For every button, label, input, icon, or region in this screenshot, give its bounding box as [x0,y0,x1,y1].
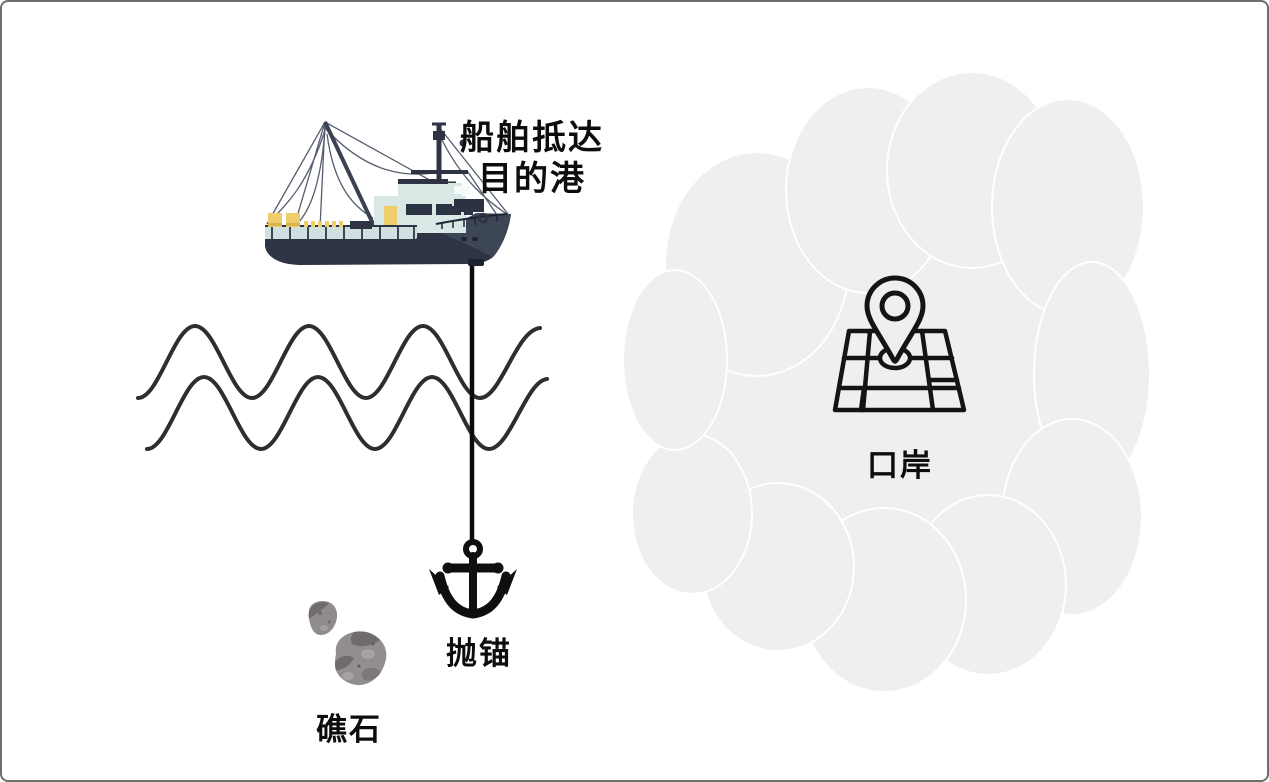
rocks-icon [308,601,387,686]
ship-keel [468,259,484,266]
ship-railing-posts [271,227,415,239]
ship-bridge-band [454,199,484,212]
ship-winch [447,206,461,215]
ship-railing [265,226,417,239]
ship-icon [265,121,511,266]
ship-rigging-block [459,139,467,147]
ship-hawse-dot-2 [472,237,478,241]
ship-upper-window [454,186,470,194]
waves-icon [136,323,549,452]
map-pin-icon [832,275,967,413]
ship-upper-cabin [398,183,462,196]
ship-hawse-dot-1 [461,237,467,241]
ship-cargo-boxes [268,213,343,227]
ship-deck-hatch [350,221,372,229]
reef-label: 礁石 [316,712,382,747]
ship-hull [265,214,511,265]
ship-arrival-label: 船舶抵达 目的港 [430,118,634,200]
ship-cabin-roof [398,179,448,184]
ship-bow-ring [477,212,489,224]
anchor-label: 抛锚 [446,636,512,671]
ship-winch-small [464,209,473,215]
anchor-icon [429,539,517,619]
port-label: 口岸 [867,448,933,483]
cloud-shape [622,71,1151,693]
ship-mast-top [433,131,445,140]
ship-foremast [323,121,376,227]
ship-window-left [406,204,432,215]
ship-arrival-line1: 船舶抵达 [460,119,604,157]
ship-window-right [436,204,452,215]
ship-arrival-line2: 目的港 [478,160,586,198]
ship-bow-railing [435,213,508,225]
